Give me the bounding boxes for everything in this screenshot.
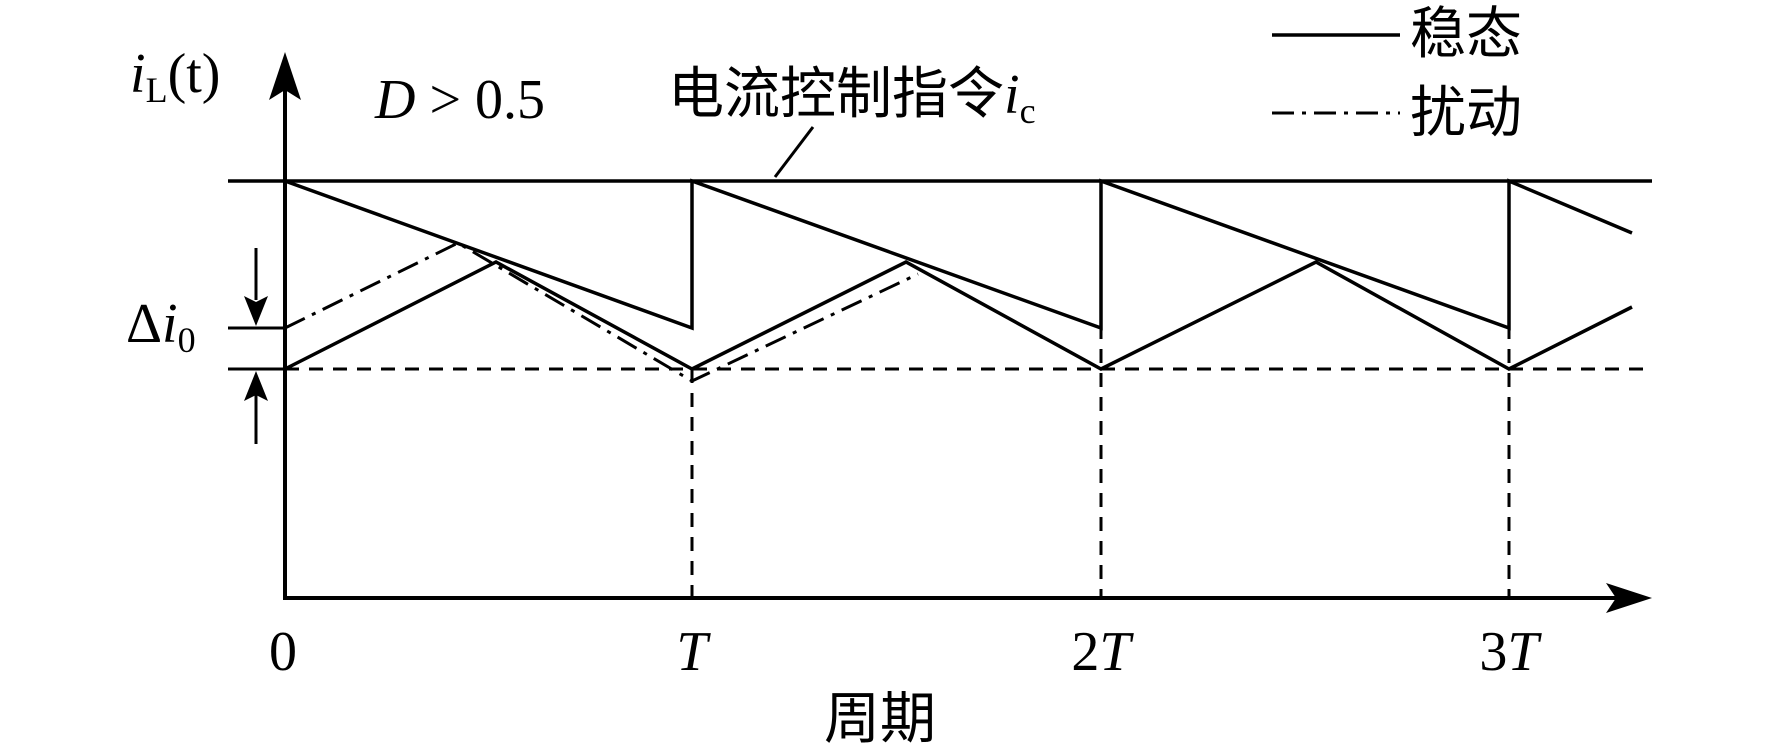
delta-upper-arrowhead: [244, 296, 268, 326]
y-axis-label: iL(t): [130, 43, 220, 110]
y-axis-arrow: [269, 52, 301, 100]
command-leader-line: [773, 126, 815, 178]
x-tick-2T: 2T: [1071, 621, 1134, 683]
x-tick-3T-num: 3: [1479, 621, 1507, 683]
legend-steady-label: 稳态: [1410, 4, 1522, 66]
delta-marker: [228, 248, 285, 444]
legend-disturbance-label: 扰动: [1410, 83, 1522, 145]
legend: 稳态 扰动: [1272, 4, 1522, 145]
delta-var: i: [162, 293, 178, 355]
x-tick-2T-num: 2: [1071, 621, 1099, 683]
reference-lines: [228, 126, 1652, 598]
disturbance-trace: [284, 241, 919, 383]
y-axis-var: i: [130, 43, 146, 105]
y-axis-sub: L: [146, 70, 168, 110]
steady-state-waveform: [284, 178, 1633, 371]
delta-sym: Δ: [126, 293, 162, 355]
command-text: 电流控制指令: [668, 64, 1004, 126]
disturbed-waveform: [284, 181, 919, 383]
command-var: i: [1004, 64, 1020, 126]
delta-lower-arrowhead: [244, 371, 268, 401]
delta-sub: 0: [178, 320, 196, 360]
x-tick-T: T: [676, 621, 711, 683]
x-tick-2T-var: T: [1099, 621, 1134, 683]
x-tick-3T-var: T: [1507, 621, 1542, 683]
x-axis-title: 周期: [824, 689, 936, 751]
duty-condition-label: D > 0.5: [374, 69, 545, 131]
duty-var: D: [374, 69, 415, 131]
x-tick-3T: 3T: [1479, 621, 1542, 683]
y-axis-arg: (t): [168, 43, 221, 105]
delta-label: Δi0: [126, 293, 196, 360]
steady-lower-trace: [284, 260, 1633, 371]
x-tick-0: 0: [269, 621, 297, 683]
axes: [269, 52, 1652, 613]
duty-rest: > 0.5: [415, 69, 545, 131]
command-label: 电流控制指令ic: [668, 64, 1036, 131]
x-tick-T-var: T: [676, 621, 711, 683]
steady-upper-trace: [284, 178, 1633, 331]
x-axis-arrow: [1606, 583, 1652, 613]
command-sub: c: [1020, 91, 1036, 131]
